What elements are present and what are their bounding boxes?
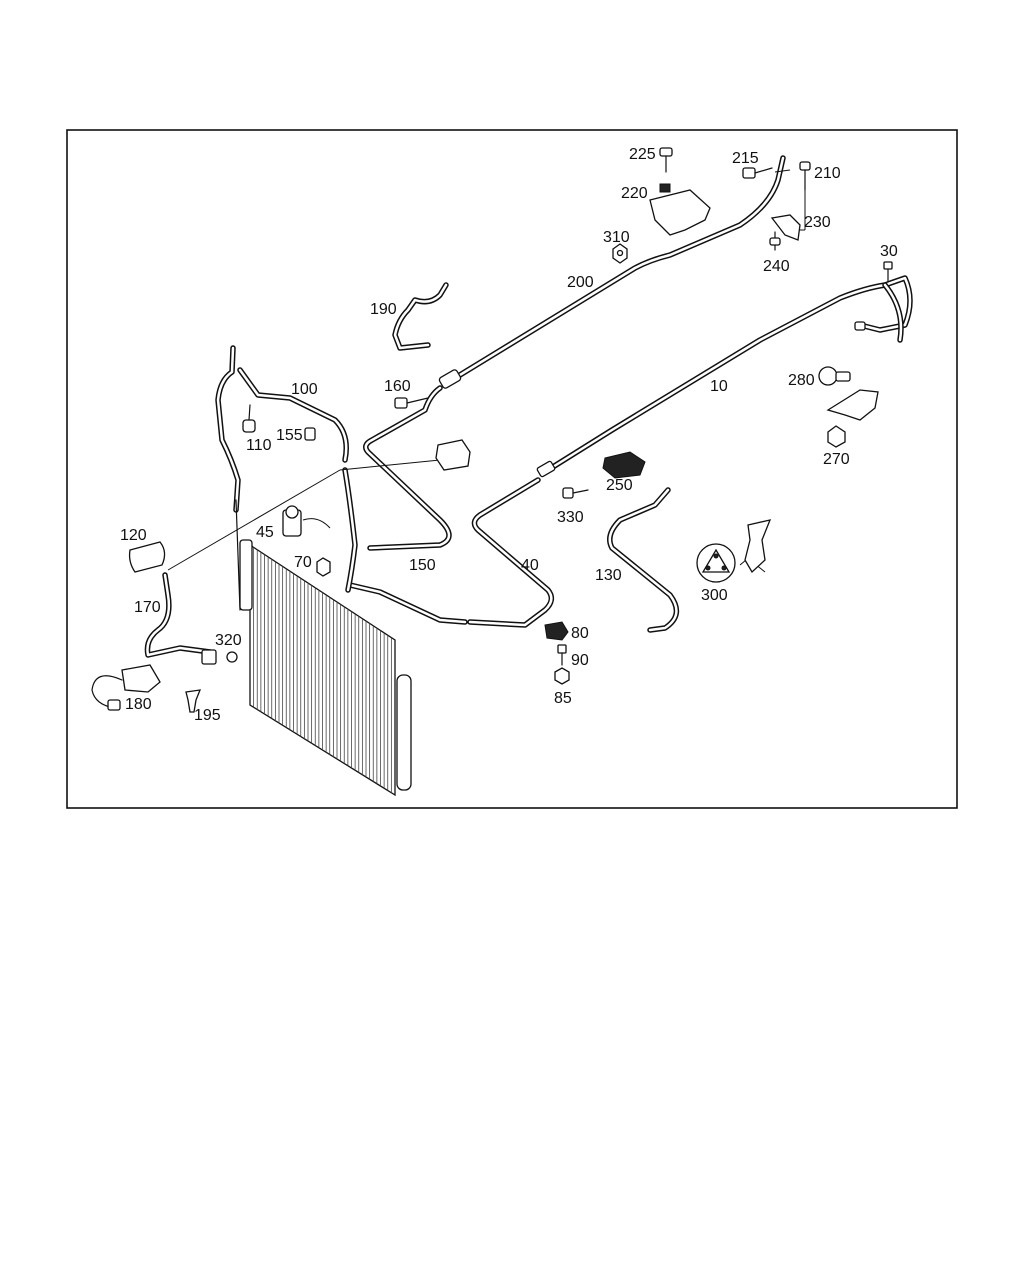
refrigerant-line-10 — [536, 275, 913, 478]
block-320 — [201, 649, 238, 665]
callout-30: 30 — [880, 243, 898, 260]
callout-300: 300 — [701, 587, 728, 604]
callout-85: 85 — [554, 690, 572, 707]
nut-270 — [827, 425, 846, 448]
bolt-215 — [742, 167, 773, 179]
bolt-210 — [799, 161, 811, 191]
diagram-frame — [66, 129, 958, 809]
nut-310 — [612, 243, 628, 264]
callout-120: 120 — [120, 527, 147, 544]
callout-80: 80 — [571, 625, 589, 642]
cap-120 — [128, 541, 166, 573]
callout-190: 190 — [370, 301, 397, 318]
callout-215: 215 — [732, 150, 759, 167]
callout-90: 90 — [571, 652, 589, 669]
callout-70: 70 — [294, 554, 312, 571]
pressure-sensor-45 — [282, 505, 331, 537]
callout-150: 150 — [409, 557, 436, 574]
bracket-80 — [544, 621, 569, 641]
bolt-240 — [769, 231, 781, 251]
refrigerant-line-190 — [392, 282, 449, 351]
seal-kit-300 — [696, 519, 772, 583]
callout-220: 220 — [621, 185, 648, 202]
callout-330: 330 — [557, 509, 584, 526]
callout-110: 110 — [246, 437, 272, 454]
bolt-30 — [883, 261, 893, 283]
bolt-330 — [562, 487, 589, 499]
refrigerant-line-40 — [467, 477, 555, 628]
refrigerant-line-170 — [144, 572, 213, 658]
callout-170: 170 — [134, 599, 161, 616]
callout-210: 210 — [814, 165, 841, 182]
bolt-280 — [818, 366, 851, 386]
refrigerant-line-130 — [607, 487, 680, 633]
bracket-280 — [826, 389, 879, 421]
callout-280: 280 — [788, 372, 815, 389]
callout-180: 180 — [125, 696, 152, 713]
block-fitting-150 — [435, 439, 471, 471]
callout-270: 270 — [823, 451, 850, 468]
callout-310: 310 — [603, 229, 630, 246]
callout-225: 225 — [629, 146, 656, 163]
nut-70 — [316, 557, 331, 577]
refrigerant-line-100 — [215, 345, 349, 513]
bracket-220 — [649, 183, 711, 236]
switch-155 — [304, 427, 316, 441]
callout-100: 100 — [291, 381, 318, 398]
clip-195 — [185, 689, 202, 713]
line-10-end-fitting — [854, 321, 866, 331]
callout-200: 200 — [567, 274, 594, 291]
callout-160: 160 — [384, 378, 411, 395]
bolt-110 — [242, 404, 256, 433]
callout-250: 250 — [606, 477, 633, 494]
bolt-160 — [394, 397, 429, 409]
callout-320: 320 — [215, 632, 242, 649]
sensor-180 — [91, 664, 161, 711]
callout-10: 10 — [710, 378, 728, 395]
bolt-90 — [557, 644, 567, 666]
clip-230 — [770, 214, 801, 241]
callout-40: 40 — [521, 557, 539, 574]
refrigerant-line-150 — [342, 467, 468, 625]
callout-240: 240 — [763, 258, 790, 275]
condenser — [235, 499, 412, 797]
callout-195: 195 — [194, 707, 221, 724]
callout-230: 230 — [804, 214, 831, 231]
callout-45: 45 — [256, 524, 274, 541]
callout-130: 130 — [595, 567, 622, 584]
callout-labels: 225 215 210 220 230 310 240 200 30 190 2… — [120, 146, 898, 724]
bolt-225 — [659, 147, 673, 173]
refrigerant-line-200 — [363, 155, 786, 551]
nut-85 — [554, 667, 570, 685]
connector-250 — [602, 451, 646, 479]
callout-155: 155 — [276, 427, 303, 444]
